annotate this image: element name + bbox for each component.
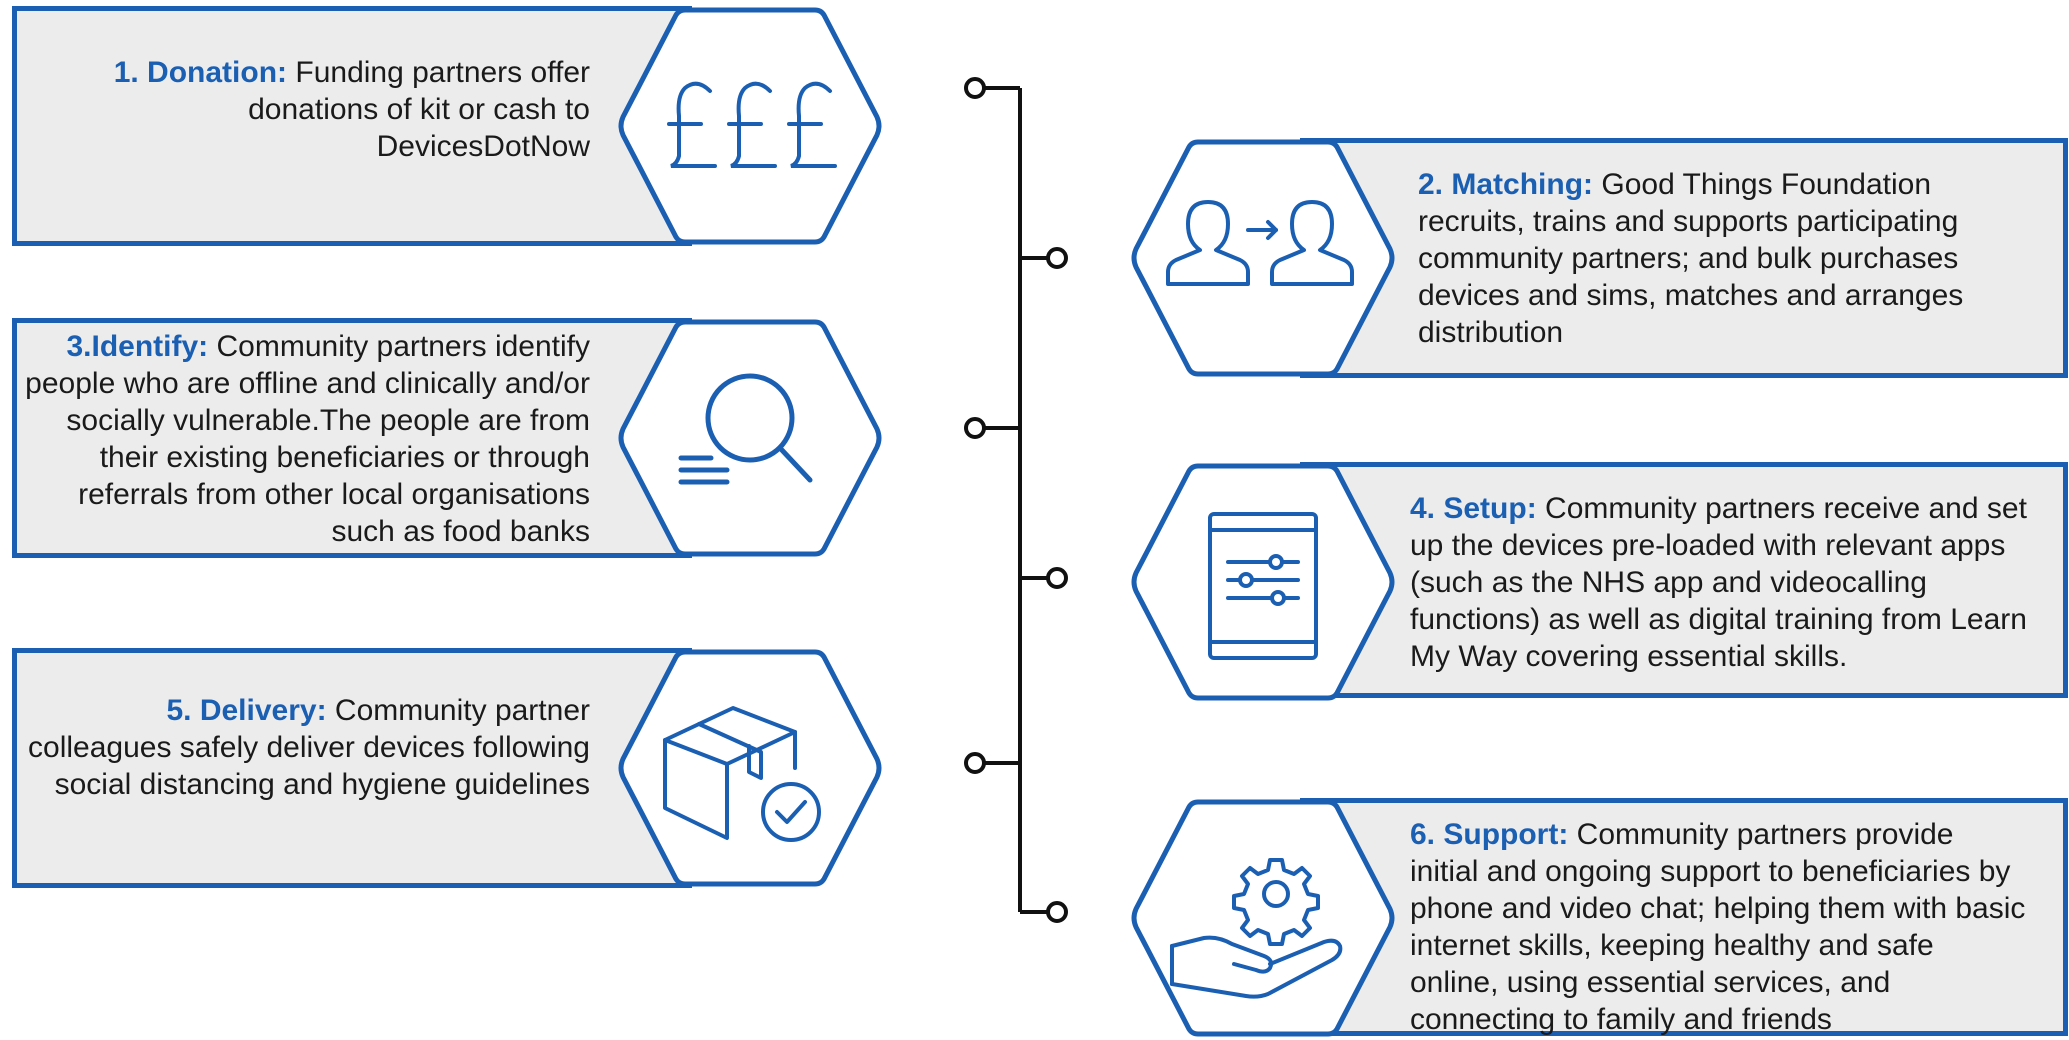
step-3-card (12, 318, 692, 558)
step-1-hexagon (615, 6, 885, 246)
timeline-node-6 (1046, 901, 1068, 923)
step-2-description: Good Things Foundation recruits, trains … (1418, 168, 1964, 349)
timeline-node-4 (1046, 567, 1068, 589)
timeline-node-5 (964, 752, 986, 774)
step-2-label: 2. Matching: (1418, 168, 1594, 201)
step-2-hexagon (1128, 138, 1398, 378)
magnifier-icon (678, 373, 813, 485)
step-1-label: 1. Donation: (113, 56, 288, 89)
step-5-text: 5. Delivery: Community partner colleague… (24, 692, 590, 803)
step-6-label: 6. Support: (1410, 818, 1569, 851)
step-3-label: 3.Identify: (66, 330, 209, 363)
timeline-node-2 (1046, 247, 1068, 269)
step-2-text: 2. Matching: Good Things Foundation recr… (1418, 166, 2018, 351)
tablet-settings-icon (1208, 512, 1318, 660)
step-3-hexagon (615, 318, 885, 558)
step-1-card (12, 6, 692, 246)
step-4-hexagon (1128, 462, 1398, 702)
step-2-card (1300, 138, 2068, 378)
step-6-description: Community partners provide initial and o… (1410, 818, 2026, 1036)
step-5-card (12, 648, 692, 888)
step-4-description: Community partners receive and set up th… (1410, 492, 2027, 673)
step-6-text: 6. Support: Community partners provide i… (1410, 816, 2030, 1038)
step-5-description: Community partner colleagues safely deli… (28, 694, 590, 801)
pound-signs-icon (667, 81, 837, 168)
step-6-card (1300, 798, 2068, 1036)
hand-gear-icon (1170, 858, 1343, 999)
timeline-node-1 (964, 77, 986, 99)
step-3-description: Community partners identify people who a… (25, 330, 590, 548)
step-4-text: 4. Setup: Community partners receive and… (1410, 490, 2040, 675)
step-4-card (1300, 462, 2068, 698)
package-check-icon (663, 706, 821, 842)
step-4-label: 4. Setup: (1410, 492, 1537, 525)
step-1-text: 1. Donation: Funding partners offer dona… (40, 54, 590, 165)
people-transfer-icon (1166, 200, 1354, 286)
step-6-hexagon (1128, 798, 1398, 1038)
step-5-label: 5. Delivery: (166, 694, 327, 727)
step-1-description: Funding partners offer donations of kit … (248, 56, 590, 163)
timeline-node-3 (964, 417, 986, 439)
step-3-text: 3.Identify: Community partners identify … (24, 328, 590, 550)
step-5-hexagon (615, 648, 885, 888)
